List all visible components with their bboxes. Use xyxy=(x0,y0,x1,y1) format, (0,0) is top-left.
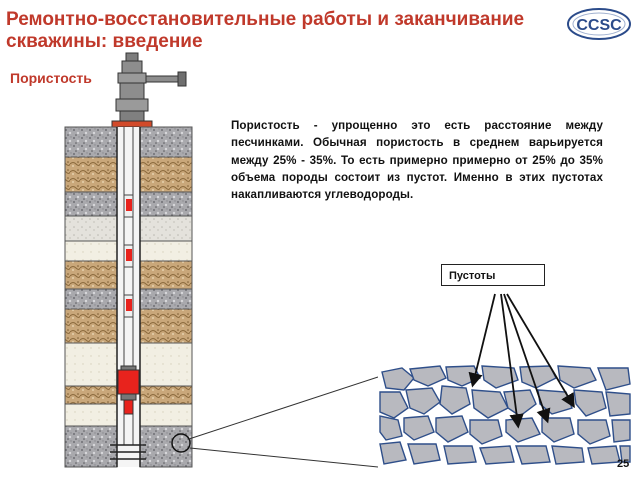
packer xyxy=(117,365,140,415)
gas-lift-valves xyxy=(123,194,134,318)
magnifier-circle xyxy=(171,433,191,453)
section-subtitle: Пористость xyxy=(10,70,92,86)
rock-strata xyxy=(64,126,193,468)
zoom-line-bottom xyxy=(189,447,379,468)
pores-label: Пустоты xyxy=(441,264,545,286)
page-number: 25 xyxy=(617,458,630,470)
porosity-description: Пористость - упрощенно это есть расстоян… xyxy=(231,119,603,202)
slide-title: Ремонтно-восстановительные работы и зака… xyxy=(6,9,525,52)
logo-text: CCSC xyxy=(576,17,622,34)
company-logo: CCSC xyxy=(567,8,631,40)
perforations xyxy=(110,444,146,460)
wellhead xyxy=(111,52,187,128)
zoom-line-top xyxy=(188,376,379,440)
